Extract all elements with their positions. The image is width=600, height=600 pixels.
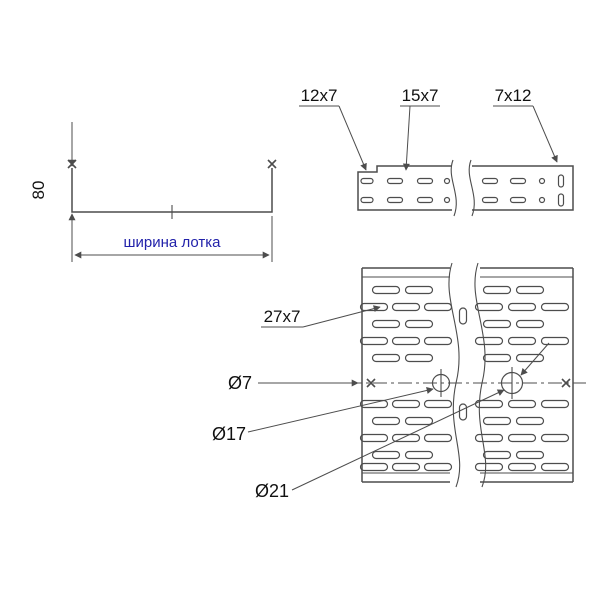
hole-mark-right-icon xyxy=(561,378,571,388)
slot-27x7 xyxy=(474,302,504,312)
pointer-arrow xyxy=(520,342,550,376)
callout-27x7-leader xyxy=(302,305,381,328)
callout-15x7-leader xyxy=(402,105,411,171)
slot-7x15 xyxy=(458,403,468,421)
callout-d17-leader xyxy=(247,387,434,433)
slot-27x7 xyxy=(540,433,570,443)
slot-27x7 xyxy=(391,433,421,443)
slot-27x7 xyxy=(474,433,504,443)
slot-27x7 xyxy=(371,285,401,295)
slot-27x7 xyxy=(540,399,570,409)
slot-27x7 xyxy=(540,462,570,472)
slot-27x7 xyxy=(359,462,389,472)
slot-27x7 xyxy=(507,433,537,443)
callout-d21-label: Ø21 xyxy=(255,481,289,501)
side-perforations xyxy=(360,174,565,207)
slot-27x7 xyxy=(515,416,545,426)
slot-27x7 xyxy=(507,302,537,312)
slot-27x7 xyxy=(515,353,545,363)
slot-27x7 xyxy=(359,399,389,409)
height-dimension-label: 80 xyxy=(29,181,48,200)
hole-d7 xyxy=(443,196,451,204)
slot-27x7 xyxy=(474,399,504,409)
slot-27x7 xyxy=(474,336,504,346)
slot-27x7 xyxy=(540,302,570,312)
slot-27x7 xyxy=(359,336,389,346)
slot-12x7 xyxy=(360,177,374,185)
slot-15x7 xyxy=(509,177,527,185)
slot-27x7 xyxy=(482,450,512,460)
break-line xyxy=(450,159,457,217)
slot-15x7 xyxy=(509,196,527,204)
slot-15x7 xyxy=(386,196,404,204)
slot-12x7 xyxy=(360,196,374,204)
slot-15x7 xyxy=(481,196,499,204)
plan-perforations xyxy=(359,285,570,472)
slot-27x7 xyxy=(507,462,537,472)
slot-15x7 xyxy=(386,177,404,185)
slot-27x7 xyxy=(482,319,512,329)
slot-27x7 xyxy=(371,416,401,426)
slot-27x7 xyxy=(423,462,453,472)
slot-27x7 xyxy=(404,450,434,460)
slot-27x7 xyxy=(391,336,421,346)
callout-7x12-label: 7x12 xyxy=(495,86,532,105)
slot-27x7 xyxy=(359,302,389,312)
callout-12x7-label: 12x7 xyxy=(301,86,338,105)
slot-15x7 xyxy=(416,196,434,204)
side-view: 12x7 15x7 7x12 xyxy=(299,86,574,217)
hole-d7 xyxy=(538,196,546,204)
slot-27x7 xyxy=(507,336,537,346)
slot-15x7 xyxy=(481,177,499,185)
hole-d7 xyxy=(443,177,451,185)
slot-27x7 xyxy=(482,285,512,295)
hole-d7 xyxy=(538,177,546,185)
slot-27x7 xyxy=(391,302,421,312)
callout-27x7-label: 27x7 xyxy=(264,307,301,326)
slot-7x15 xyxy=(458,307,468,325)
side-outline-right xyxy=(472,165,574,211)
callout-d17-label: Ø17 xyxy=(212,424,246,444)
slot-27x7 xyxy=(371,319,401,329)
callout-d7-label: Ø7 xyxy=(228,373,252,393)
slot-27x7 xyxy=(404,285,434,295)
width-dimension-label: ширина лотка xyxy=(124,234,222,251)
slot-27x7 xyxy=(391,462,421,472)
slot-27x7 xyxy=(423,302,453,312)
slot-27x7 xyxy=(474,462,504,472)
slot-27x7 xyxy=(371,353,401,363)
slot-27x7 xyxy=(371,450,401,460)
callout-7x12-leader xyxy=(532,105,558,163)
side-outline-left xyxy=(357,165,452,211)
callout-15x7-label: 15x7 xyxy=(402,86,439,105)
slot-27x7 xyxy=(391,399,421,409)
plan-view: 27x7 Ø7 Ø17 Ø21 xyxy=(212,262,586,501)
slot-27x7 xyxy=(482,353,512,363)
slot-27x7 xyxy=(404,353,434,363)
slot-27x7 xyxy=(359,433,389,443)
slot-27x7 xyxy=(423,336,453,346)
break-line xyxy=(448,262,461,488)
slot-27x7 xyxy=(404,416,434,426)
callout-12x7-leader xyxy=(338,105,367,171)
edge-mark-right-icon xyxy=(267,159,277,169)
slot-27x7 xyxy=(404,319,434,329)
slot-15x7 xyxy=(416,177,434,185)
callout-d21-leader xyxy=(291,389,505,491)
break-line xyxy=(468,159,475,217)
slot-7x12 xyxy=(557,193,565,207)
slot-7x12 xyxy=(557,174,565,188)
slot-27x7 xyxy=(423,433,453,443)
slot-27x7 xyxy=(540,336,570,346)
section-view: 80 ширина лотка xyxy=(29,122,277,262)
slot-27x7 xyxy=(515,450,545,460)
slot-27x7 xyxy=(423,399,453,409)
hole-mark-left-icon xyxy=(366,378,376,388)
slot-27x7 xyxy=(515,319,545,329)
slot-27x7 xyxy=(515,285,545,295)
slot-27x7 xyxy=(482,416,512,426)
slot-27x7 xyxy=(507,399,537,409)
